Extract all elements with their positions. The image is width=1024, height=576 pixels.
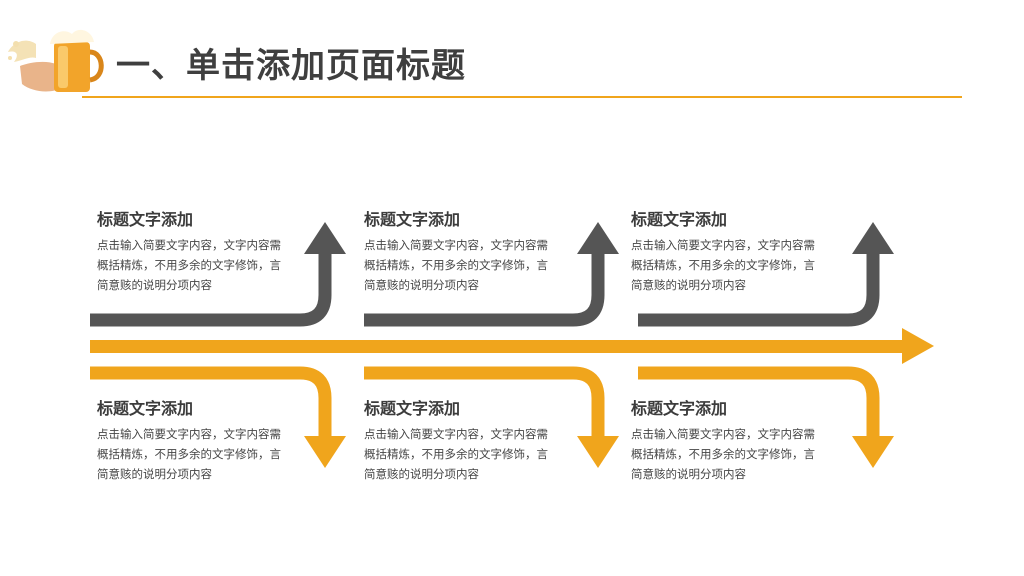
block-body: 点击输入简要文字内容，文字内容需概括精炼，不用多余的文字修饰，言简意赅的说明分项… bbox=[364, 427, 548, 481]
up-arrow-1 bbox=[90, 222, 346, 327]
block-title: 标题文字添加 bbox=[631, 210, 728, 229]
down-arrow-2 bbox=[364, 366, 619, 468]
block-title: 标题文字添加 bbox=[364, 210, 461, 229]
top-text-block-2: 标题文字添加 点击输入简要文字内容，文字内容需概括精炼，不用多余的文字修饰，言简… bbox=[364, 209, 564, 295]
up-arrow-3 bbox=[638, 222, 894, 327]
down-arrow-3 bbox=[638, 366, 894, 468]
bottom-text-block-3: 标题文字添加 点击输入简要文字内容，文字内容需概括精炼，不用多余的文字修饰，言简… bbox=[631, 398, 831, 484]
block-body: 点击输入简要文字内容，文字内容需概括精炼，不用多余的文字修饰，言简意赅的说明分项… bbox=[97, 427, 281, 481]
page-title: 一、单击添加页面标题 bbox=[116, 46, 466, 86]
block-title: 标题文字添加 bbox=[97, 399, 194, 418]
block-title: 标题文字添加 bbox=[364, 399, 461, 418]
up-arrow-2 bbox=[364, 222, 619, 327]
bottom-text-block-2: 标题文字添加 点击输入简要文字内容，文字内容需概括精炼，不用多余的文字修饰，言简… bbox=[364, 398, 564, 484]
block-title: 标题文字添加 bbox=[97, 210, 194, 229]
down-arrow-1 bbox=[90, 366, 346, 468]
title-divider bbox=[82, 96, 962, 98]
block-body: 点击输入简要文字内容，文字内容需概括精炼，不用多余的文字修饰，言简意赅的说明分项… bbox=[631, 238, 815, 292]
main-timeline-arrow bbox=[90, 328, 934, 364]
block-body: 点击输入简要文字内容，文字内容需概括精炼，不用多余的文字修饰，言简意赅的说明分项… bbox=[364, 238, 548, 292]
top-text-block-1: 标题文字添加 点击输入简要文字内容，文字内容需概括精炼，不用多余的文字修饰，言简… bbox=[97, 209, 297, 295]
beer-mug-icon bbox=[8, 29, 104, 92]
block-body: 点击输入简要文字内容，文字内容需概括精炼，不用多余的文字修饰，言简意赅的说明分项… bbox=[631, 427, 815, 481]
block-title: 标题文字添加 bbox=[631, 399, 728, 418]
bottom-text-block-1: 标题文字添加 点击输入简要文字内容，文字内容需概括精炼，不用多余的文字修饰，言简… bbox=[97, 398, 297, 484]
top-text-block-3: 标题文字添加 点击输入简要文字内容，文字内容需概括精炼，不用多余的文字修饰，言简… bbox=[631, 209, 831, 295]
block-body: 点击输入简要文字内容，文字内容需概括精炼，不用多余的文字修饰，言简意赅的说明分项… bbox=[97, 238, 281, 292]
title-bar: 一、单击添加页面标题 bbox=[0, 0, 1024, 100]
